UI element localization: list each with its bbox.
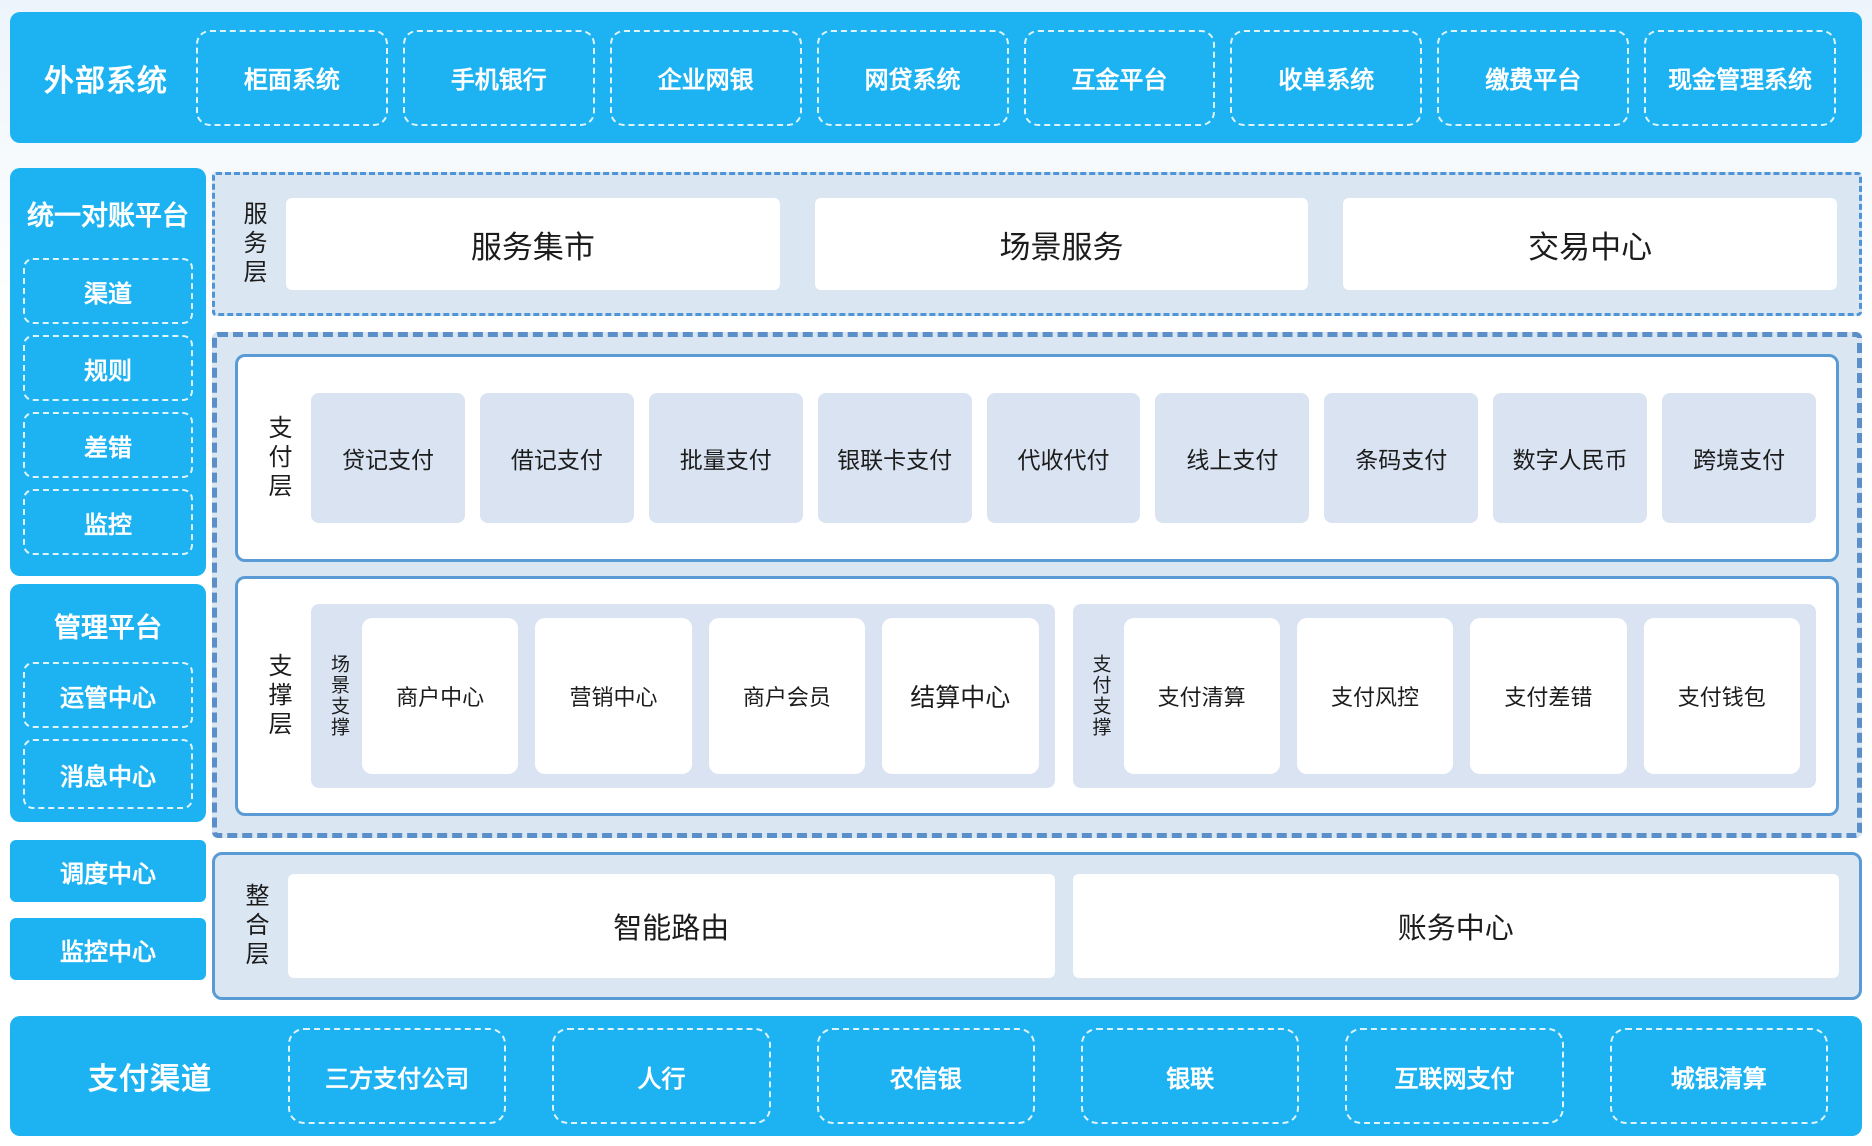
reconciliation-item: 差错 — [23, 412, 193, 478]
scene-support-boxes: 商户中心 营销中心 商户会员 结算中心 — [362, 618, 1039, 774]
external-system-item: 网贷系统 — [816, 29, 1009, 126]
dispatch-center-box: 调度中心 — [10, 840, 206, 902]
reconciliation-item: 渠道 — [23, 258, 193, 324]
payment-channel-item: 互联网支付 — [1345, 1028, 1564, 1124]
scene-support-box: 商户中心 — [362, 618, 519, 774]
scene-support-box: 结算中心 — [882, 618, 1039, 774]
integration-box: 智能路由 — [288, 874, 1055, 978]
payment-support-box: 支付风控 — [1296, 618, 1454, 774]
payment-support-label: 支付支撑 — [1089, 654, 1111, 738]
payment-layer-label: 支付层 — [264, 414, 291, 502]
external-system-item: 缴费平台 — [1437, 29, 1630, 126]
external-systems-bar: 外部系统 柜面系统 手机银行 企业网银 网贷系统 互金平台 收单系统 缴费平台 … — [10, 12, 1862, 143]
payment-channel-item: 银联 — [1080, 1028, 1300, 1124]
payment-channel-item: 农信银 — [816, 1028, 1035, 1124]
support-layer-label: 支撑层 — [264, 652, 291, 740]
service-layer-boxes: 服务集市 场景服务 交易中心 — [286, 198, 1838, 290]
reconciliation-item: 监控 — [23, 489, 193, 555]
payment-box: 批量支付 — [648, 393, 803, 523]
integration-layer-boxes: 智能路由 账务中心 — [288, 874, 1839, 978]
external-systems-items: 柜面系统 手机银行 企业网银 网贷系统 互金平台 收单系统 缴费平台 现金管理系… — [196, 29, 1836, 126]
payment-channel-item: 三方支付公司 — [288, 1028, 507, 1124]
payment-box: 线上支付 — [1155, 393, 1310, 523]
scene-support-group: 场景支撑 商户中心 营销中心 商户会员 结算中心 — [311, 604, 1055, 788]
service-box: 交易中心 — [1343, 198, 1838, 290]
external-system-item: 现金管理系统 — [1644, 29, 1836, 126]
support-layer-panel: 支撑层 场景支撑 商户中心 营销中心 商户会员 结算中心 支付支撑 支付清算 — [235, 576, 1839, 816]
scene-support-box: 营销中心 — [535, 618, 692, 774]
payment-support-group: 支付支撑 支付清算 支付风控 支付差错 支付钱包 — [1072, 604, 1816, 788]
payment-channel-item: 人行 — [552, 1028, 771, 1124]
payment-box: 贷记支付 — [311, 393, 465, 523]
management-item: 消息中心 — [23, 739, 193, 809]
payment-support-box: 支付清算 — [1123, 618, 1280, 774]
payment-channels-label: 支付渠道 — [88, 1063, 212, 1096]
management-platform-title: 管理平台 — [54, 613, 162, 643]
integration-layer-panel: 整合层 智能路由 账务中心 — [212, 852, 1862, 1000]
scene-support-box: 商户会员 — [708, 618, 866, 774]
service-layer-panel: 服务层 服务集市 场景服务 交易中心 — [212, 172, 1862, 316]
reconciliation-platform-title: 统一对账平台 — [27, 201, 189, 231]
service-layer-label: 服务层 — [239, 200, 266, 288]
payment-layer-boxes: 贷记支付 借记支付 批量支付 银联卡支付 代收代付 线上支付 条码支付 数字人民… — [311, 393, 1817, 523]
service-box: 场景服务 — [814, 198, 1309, 290]
scene-support-label: 场景支撑 — [328, 654, 349, 738]
payment-box: 代收代付 — [986, 393, 1141, 523]
payment-channels-items: 三方支付公司 人行 农信银 银联 互联网支付 城银清算 — [288, 1028, 1836, 1124]
management-platform-panel: 管理平台 运管中心 消息中心 — [10, 584, 206, 822]
integration-layer-label: 整合层 — [241, 882, 268, 970]
payment-support-box: 支付差错 — [1470, 618, 1627, 774]
support-layer-groups: 场景支撑 商户中心 营销中心 商户会员 结算中心 支付支撑 支付清算 支付风控 … — [311, 604, 1816, 788]
reconciliation-item: 规则 — [23, 335, 193, 401]
external-system-item: 收单系统 — [1230, 29, 1423, 126]
external-system-item: 手机银行 — [402, 29, 595, 126]
external-system-item: 互金平台 — [1023, 29, 1216, 126]
payment-channels-bar: 支付渠道 三方支付公司 人行 农信银 银联 互联网支付 城银清算 — [10, 1016, 1862, 1136]
payment-box: 数字人民币 — [1493, 393, 1648, 523]
integration-box: 账务中心 — [1072, 874, 1839, 978]
payment-box: 银联卡支付 — [817, 393, 972, 523]
management-item: 运管中心 — [23, 662, 193, 728]
payment-box: 借记支付 — [479, 393, 634, 523]
payment-channel-item: 城银清算 — [1609, 1028, 1828, 1124]
service-box: 服务集市 — [286, 198, 780, 290]
core-layers-container: 支付层 贷记支付 借记支付 批量支付 银联卡支付 代收代付 线上支付 条码支付 … — [212, 332, 1862, 838]
external-system-item: 企业网银 — [609, 29, 802, 126]
payment-support-box: 支付钱包 — [1643, 618, 1800, 774]
payment-layer-panel: 支付层 贷记支付 借记支付 批量支付 银联卡支付 代收代付 线上支付 条码支付 … — [235, 354, 1839, 562]
payment-box: 跨境支付 — [1662, 393, 1817, 523]
monitor-center-box: 监控中心 — [10, 918, 206, 980]
payment-box: 条码支付 — [1324, 393, 1479, 523]
payment-support-boxes: 支付清算 支付风控 支付差错 支付钱包 — [1123, 618, 1800, 774]
external-system-item: 柜面系统 — [196, 29, 388, 126]
reconciliation-platform-panel: 统一对账平台 渠道 规则 差错 监控 — [10, 168, 206, 576]
external-systems-label: 外部系统 — [44, 64, 168, 98]
